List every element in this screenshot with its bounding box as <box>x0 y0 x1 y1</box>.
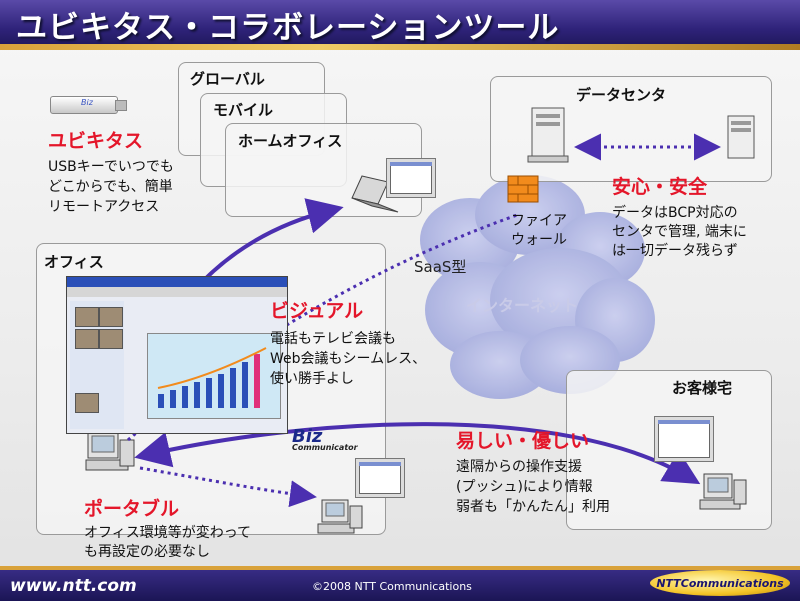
visual-line-2: Web会議もシームレス、 <box>270 351 427 367</box>
office-pc-icon <box>85 431 135 471</box>
customer-site-label: お客様宅 <box>672 379 733 397</box>
office-label: オフィス <box>44 253 104 271</box>
portable-line-1: オフィス環境等が変わって <box>84 525 252 541</box>
usb-key-cap <box>115 100 127 111</box>
home-office-label: ホームオフィス <box>238 132 343 150</box>
customer-pc-icon <box>699 473 747 510</box>
portable-line-2: も再設定の必要なし <box>84 544 210 560</box>
app-screenshot <box>66 276 288 434</box>
ubiquitous-line-1: USBキーでいつでも <box>48 159 174 175</box>
easy-heading: 易しい・優しい <box>456 430 590 452</box>
security-line-3: は一切データ残らず <box>612 243 738 259</box>
global-label: グローバル <box>190 70 265 88</box>
biz-logo-sub: Communicator <box>292 443 358 452</box>
ubiquitous-line-2: どこからでも、簡単 <box>48 179 173 195</box>
data-center-label: データセンタ <box>576 86 667 104</box>
title-bar: ユビキタス・コラボレーションツール <box>0 0 800 50</box>
footer-gold-line <box>0 566 800 570</box>
app-chart-preview <box>157 347 267 408</box>
biz-logo-main: Biz <box>292 426 323 447</box>
laptop-icon <box>351 175 399 213</box>
ubiquitous-heading: ユビキタス <box>48 130 144 152</box>
security-line-1: データはBCP対応の <box>612 205 738 221</box>
slide-title: ユビキタス・コラボレーションツール <box>16 10 560 46</box>
usb-key-label: Biz <box>81 98 93 107</box>
firewall-label-line2: ウォール <box>511 232 567 248</box>
firewall-icon <box>507 175 539 203</box>
visual-line-1: 電話もテレビ会議も <box>270 331 396 347</box>
title-underline <box>0 44 800 50</box>
home-office-monitor <box>386 158 436 198</box>
easy-line-2: (プッシュ)により情報 <box>456 479 593 495</box>
visual-heading: ビジュアル <box>270 300 364 322</box>
portable-heading: ポータブル <box>84 498 180 520</box>
server-icon-backup <box>727 115 755 159</box>
ntt-logo-text: NTTCommunications <box>656 576 784 590</box>
portable-pc-icon <box>317 499 363 534</box>
ubiquitous-line-3: リモートアクセス <box>48 199 160 215</box>
footer-bar: www.ntt.com ©2008 NTT Communications NTT… <box>0 566 800 601</box>
internet-label: インターネット <box>466 296 579 315</box>
security-heading: 安心・安全 <box>612 176 708 198</box>
firewall-label-line1: ファイア <box>511 213 567 229</box>
mobile-label: モバイル <box>213 101 274 119</box>
biz-communicator-logo: Biz Communicator <box>292 426 358 452</box>
usb-key-icon: Biz <box>50 96 127 114</box>
ntt-logo: NTTCommunications <box>650 570 790 596</box>
server-icon-main <box>527 107 569 163</box>
customer-monitor <box>654 416 714 462</box>
easy-line-3: 弱者も「かんたん」利用 <box>456 499 610 515</box>
security-line-2: センタで管理, 端末に <box>612 224 747 240</box>
footer-copyright: ©2008 NTT Communications <box>312 580 472 593</box>
visual-line-3: 使い勝手よし <box>270 371 354 387</box>
portable-monitor <box>355 458 405 498</box>
saas-label: SaaS型 <box>414 258 467 276</box>
footer-url: www.ntt.com <box>10 576 137 596</box>
easy-line-1: 遠隔からの操作支援 <box>456 459 582 475</box>
